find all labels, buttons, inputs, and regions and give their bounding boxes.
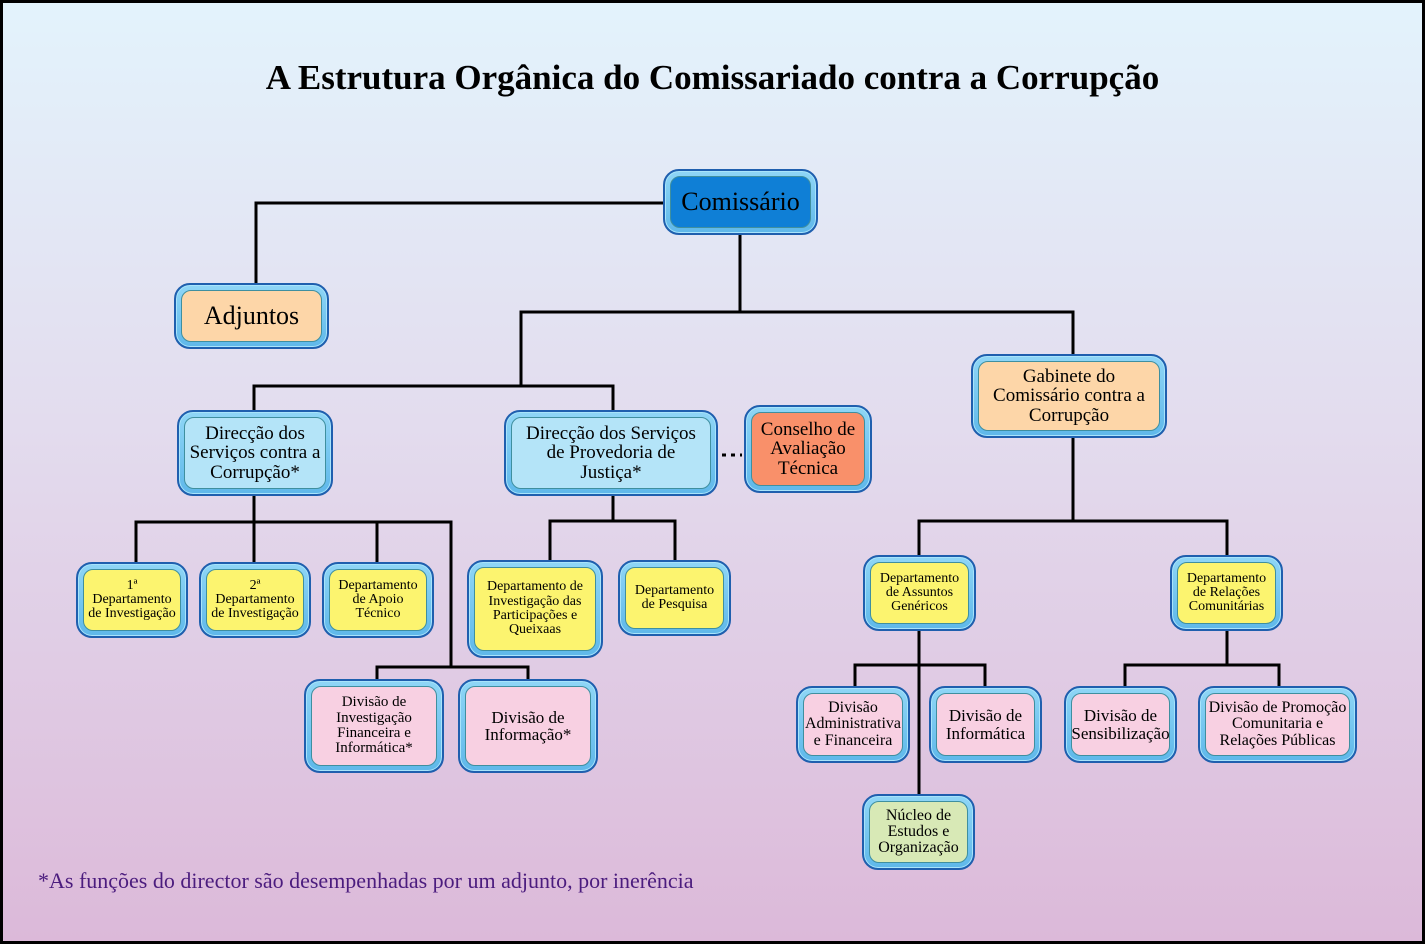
node-dep-pesquisa: Departamento de Pesquisa — [618, 560, 731, 636]
node-div-promocao: Divisão de Promoção Comunitaria e Relaçõ… — [1198, 686, 1357, 763]
footnote: *As funções do director são desempenhada… — [38, 868, 694, 893]
node-label: Direcção dos Serviços de Provedoria de J… — [511, 417, 711, 489]
node-label: Divisão Administrativa e Financeira — [803, 693, 903, 756]
line-divisoes-bar — [375, 665, 530, 679]
node-label: Departamento de Pesquisa — [625, 567, 724, 629]
node-label: Departamento de Assuntos Genéricos — [870, 562, 969, 624]
line-gabinete-bar — [917, 519, 1229, 555]
node-label: Núcleo de Estudos e Organização — [869, 801, 968, 863]
node-dep-assuntos: Departamento de Assuntos Genéricos — [863, 555, 976, 631]
node-label: Divisão de Promoção Comunitaria e Relaçõ… — [1205, 693, 1350, 756]
node-dep-apoio: Departamento de Apoio Técnico — [322, 562, 434, 638]
node-label: Gabinete do Comissário contra a Corrupçã… — [978, 361, 1160, 431]
node-label: Adjuntos — [181, 290, 322, 342]
node-dep-participacoes: Departamento de Investigação das Partici… — [467, 560, 603, 658]
line-provedoria-bar — [548, 519, 677, 560]
node-dep-investigacao-2: 2ª Departamento de Investigação — [199, 562, 311, 638]
node-label: 2ª Departamento de Investigação — [206, 569, 304, 631]
node-label: Departamento de Relações Comunitárias — [1177, 562, 1276, 624]
node-gabinete: Gabinete do Comissário contra a Corrupçã… — [971, 354, 1167, 438]
line-level2-bar — [519, 310, 1075, 386]
node-label: Direcção dos Serviços contra a Corrupção… — [184, 417, 326, 489]
node-label: 1ª Departamento de Investigação — [83, 569, 181, 631]
node-dep-relacoes: Departamento de Relações Comunitárias — [1170, 555, 1283, 631]
node-label: Divisão de Investigação Financeira e Inf… — [311, 686, 437, 766]
node-dep-investigacao-1: 1ª Departamento de Investigação — [76, 562, 188, 638]
node-div-informatica: Divisão de Informática — [929, 686, 1042, 763]
node-nucleo-estudos: Núcleo de Estudos e Organização — [862, 794, 975, 870]
line-comissario-adjuntos — [254, 201, 663, 283]
node-direccao-provedoria: Direcção dos Serviços de Provedoria de J… — [504, 410, 718, 496]
node-direccao-corrupcao: Direcção dos Serviços contra a Corrupção… — [177, 410, 333, 496]
node-label: Departamento de Investigação das Partici… — [474, 567, 596, 651]
node-conselho: Conselho de Avaliação Técnica — [744, 405, 872, 493]
node-label: Divisão de Sensibilização — [1071, 693, 1170, 756]
node-label: Divisão de Informação* — [465, 686, 591, 766]
node-label: Departamento de Apoio Técnico — [329, 569, 427, 631]
node-comissario: Comissário — [663, 169, 818, 235]
chart-title: A Estrutura Orgânica do Comissariado con… — [265, 58, 1160, 97]
node-label: Comissário — [670, 176, 811, 228]
line-assuntos-bar — [853, 663, 987, 686]
line-corrupcao-bar — [134, 520, 453, 667]
node-div-investigacao-financeira: Divisão de Investigação Financeira e Inf… — [304, 679, 444, 773]
node-div-sensibilizacao: Divisão de Sensibilização — [1064, 686, 1177, 763]
node-label: Divisão de Informática — [936, 693, 1035, 756]
line-relacoes-bar — [1123, 663, 1281, 686]
node-adjuntos: Adjuntos — [174, 283, 329, 349]
node-div-administrativa: Divisão Administrativa e Financeira — [796, 686, 910, 763]
node-label: Conselho de Avaliação Técnica — [751, 412, 865, 486]
line-direccoes-bar — [252, 384, 615, 410]
node-div-informacao: Divisão de Informação* — [458, 679, 598, 773]
